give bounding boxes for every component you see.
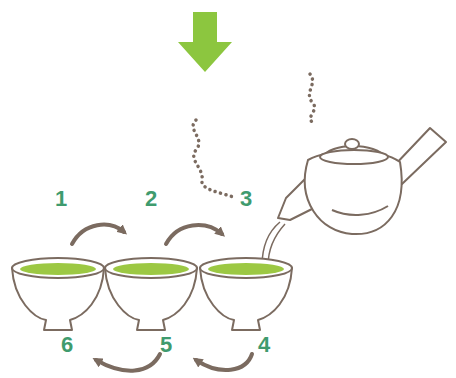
teapot: [278, 128, 446, 234]
tea-cups: [12, 258, 292, 330]
callout-number: 6: [61, 334, 73, 356]
down-arrow: [178, 12, 232, 72]
flow-arrows: [72, 225, 252, 371]
callout-number: 1: [55, 188, 67, 210]
callout-number: 3: [240, 188, 252, 210]
callout-number: 5: [160, 334, 172, 356]
callout-number: 2: [145, 188, 157, 210]
steam: [309, 74, 314, 122]
steam: [193, 120, 236, 198]
callout-number: 4: [258, 334, 270, 356]
